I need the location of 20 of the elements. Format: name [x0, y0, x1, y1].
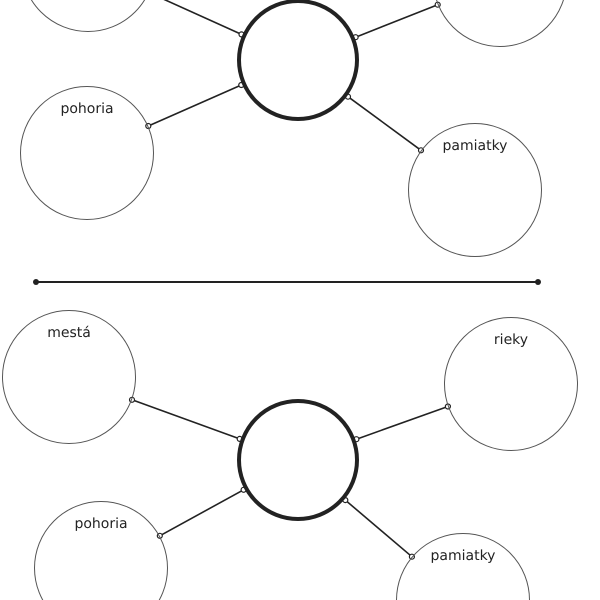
topic-circle — [20, 86, 154, 220]
topic-label: rieky — [494, 332, 528, 348]
connector-line — [353, 403, 451, 442]
topic-label: pohoria — [60, 101, 114, 117]
connector-line — [145, 82, 244, 130]
connector-line — [128, 396, 243, 442]
connector-line — [156, 486, 247, 539]
connector-line — [342, 497, 415, 560]
topic-label: pamiatky — [442, 138, 508, 154]
topic-circle — [2, 310, 136, 444]
topic-circle — [34, 501, 168, 600]
topic-circle — [444, 317, 578, 451]
topic-circle — [408, 123, 542, 257]
center-circle — [237, 399, 359, 521]
connector-line — [344, 94, 424, 154]
topic-label: pamiatky — [430, 548, 496, 564]
topic-label: pohoria — [74, 516, 128, 532]
connector-line — [352, 2, 441, 40]
center-circle — [237, 0, 359, 121]
topic-label: mestá — [47, 325, 91, 341]
